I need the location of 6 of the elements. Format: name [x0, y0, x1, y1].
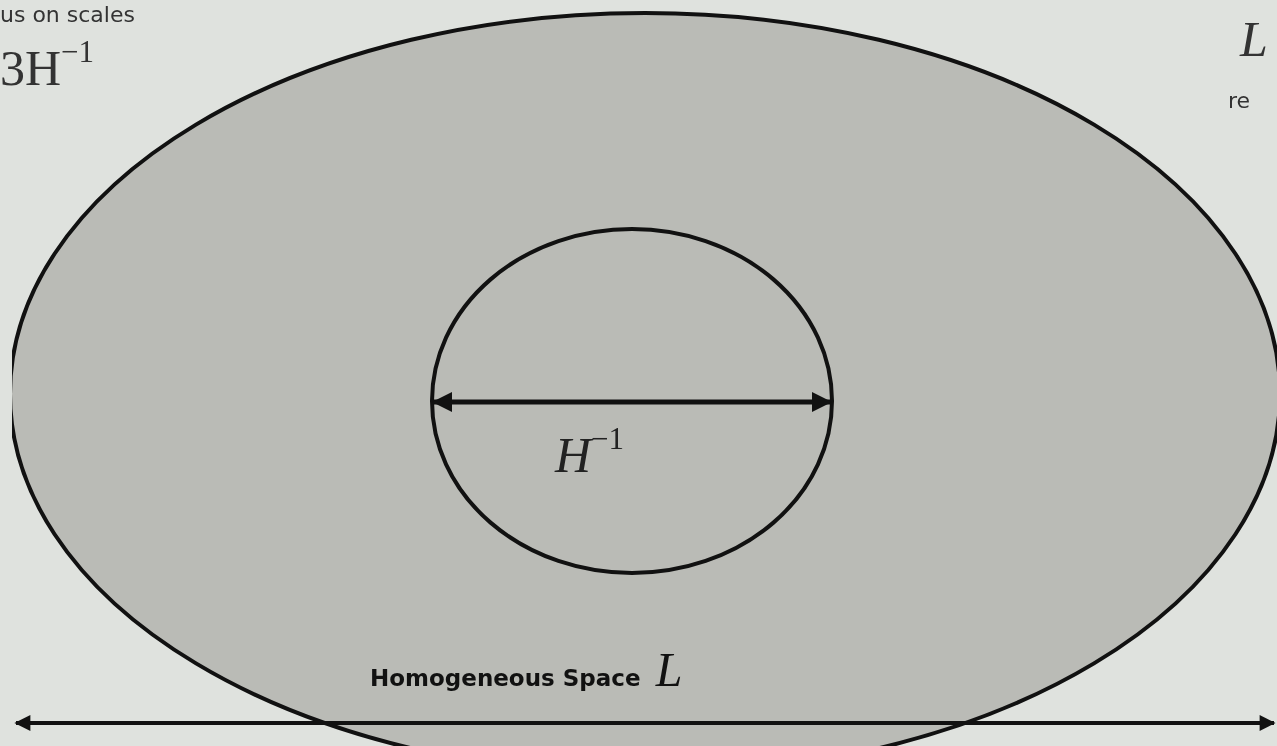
math-label: L: [1240, 10, 1268, 68]
note-text: us on scales: [0, 2, 135, 27]
math-label: 3H$^{−1}$: [0, 34, 95, 98]
region-label: Homogeneous Space L: [370, 642, 683, 697]
scale-label: H$^{−1}$: [555, 421, 625, 485]
note-text: re: [1228, 88, 1251, 113]
